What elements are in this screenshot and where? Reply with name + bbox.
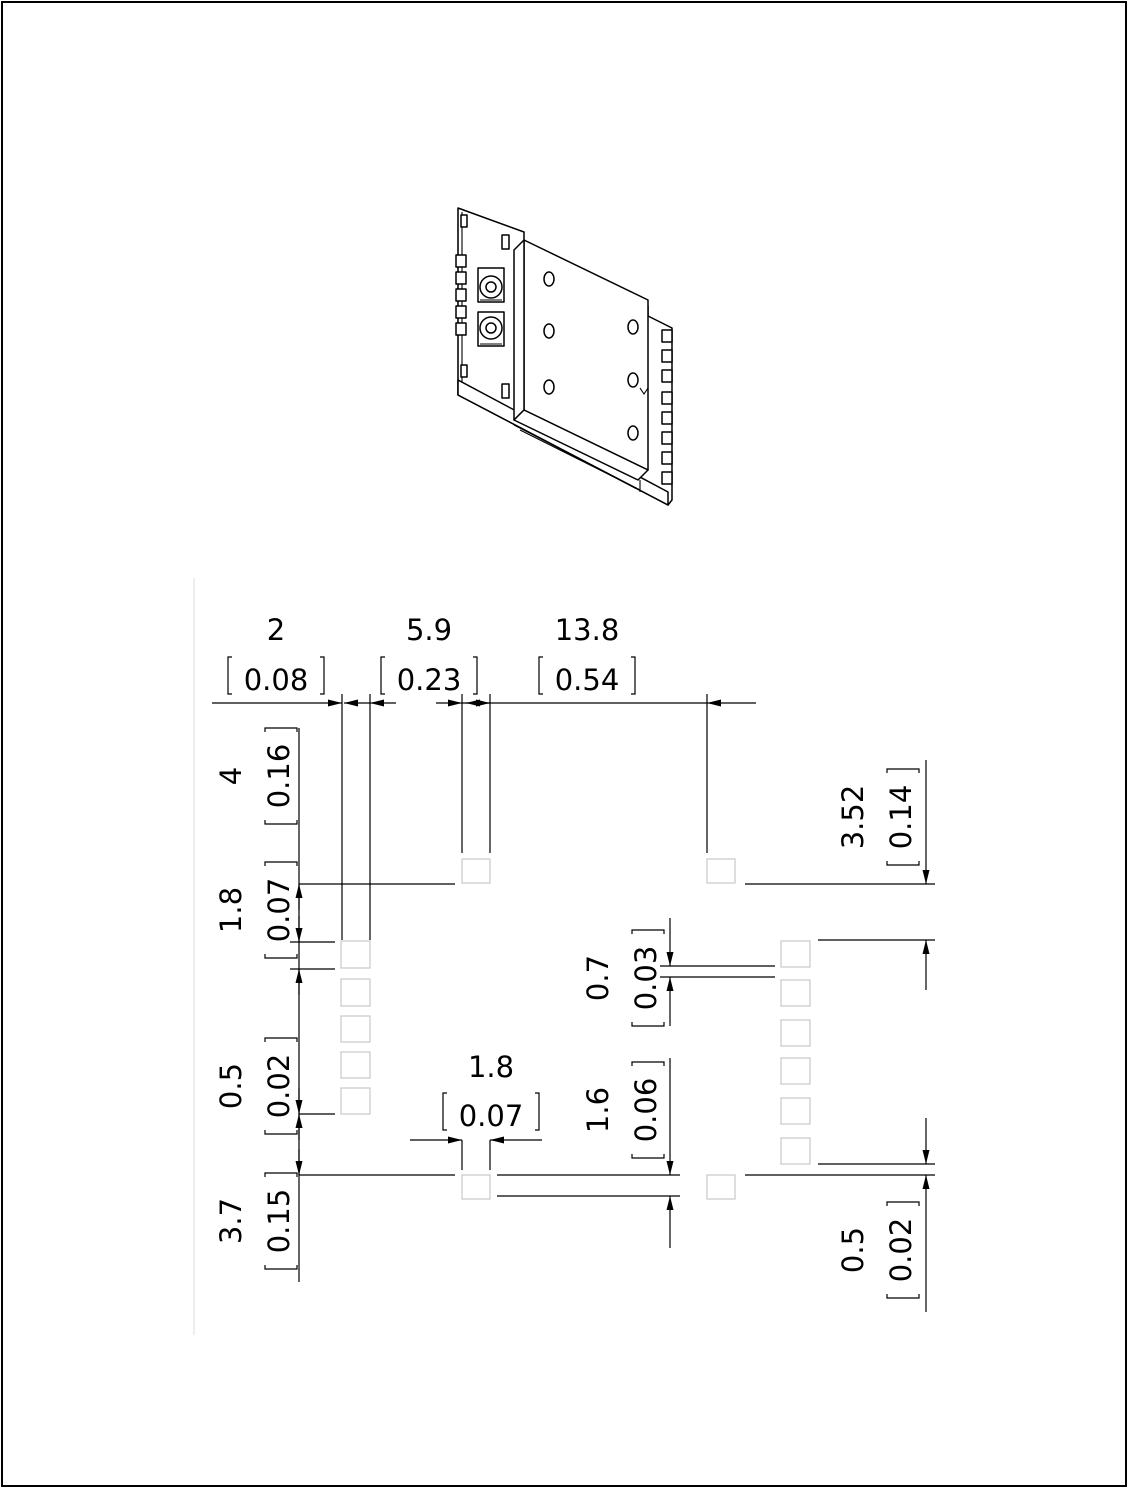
- pad: [461, 1174, 491, 1200]
- pad: [780, 1097, 811, 1125]
- dim-0-7-mm: 0.7: [581, 955, 615, 1001]
- dim-3-52: 3.52 0.14: [836, 768, 920, 866]
- antenna-connector-1: [477, 267, 505, 303]
- dim-0-5-left-in: 0.02: [262, 1054, 296, 1119]
- dim-0-5-right-mm: 0.5: [836, 1227, 870, 1273]
- dim-1-8-bottom-in: 0.07: [459, 1099, 524, 1133]
- dim-13-8-in: 0.54: [555, 663, 620, 697]
- pad: [780, 1137, 811, 1165]
- dim-3-7-mm: 3.7: [214, 1198, 248, 1244]
- pad: [706, 1174, 736, 1200]
- dim-2: 2 0.08: [227, 613, 325, 697]
- pad: [340, 978, 371, 1007]
- dim-1-8-left-in: 0.07: [262, 878, 296, 943]
- pad: [461, 858, 491, 884]
- dim-4: 4 0.16: [214, 727, 298, 825]
- pad: [340, 1015, 371, 1043]
- pad: [340, 1087, 371, 1115]
- dim-3-7: 3.7 0.15: [214, 1172, 298, 1270]
- antenna-connector-2: [477, 311, 505, 347]
- dim-5-9-in: 0.23: [397, 663, 462, 697]
- dim-0-5-left-mm: 0.5: [214, 1063, 248, 1109]
- dim-2-mm: 2: [267, 613, 285, 647]
- dim-0-7-in: 0.03: [629, 946, 663, 1011]
- dimension-arrows: [295, 699, 930, 1312]
- dim-5-9-mm: 5.9: [406, 613, 452, 647]
- pad: [706, 858, 736, 884]
- dim-1-8-left-mm: 1.8: [214, 887, 248, 933]
- dim-0-5-left: 0.5 0.02: [214, 1037, 298, 1135]
- right-edge-castellations: [661, 329, 673, 485]
- pad: [780, 940, 811, 968]
- left-edge-castellations: [455, 208, 468, 395]
- dim-1-6: 1.6 0.06: [581, 1061, 665, 1159]
- dim-5-9: 5.9 0.23: [380, 613, 478, 697]
- isometric-module-view: [455, 207, 673, 506]
- dim-2-in: 0.08: [244, 663, 309, 697]
- dim-13-8-mm: 13.8: [555, 613, 620, 647]
- dim-0-7: 0.7 0.03: [581, 929, 665, 1027]
- dim-3-52-in: 0.14: [884, 785, 918, 850]
- dim-3-7-in: 0.15: [262, 1189, 296, 1254]
- dim-13-8: 13.8 0.54: [538, 613, 636, 697]
- pad: [780, 1019, 811, 1047]
- shield-holes: [543, 271, 649, 441]
- pad: [780, 979, 811, 1007]
- dim-1-6-mm: 1.6: [581, 1087, 615, 1133]
- dim-0-5-right-in: 0.02: [884, 1218, 918, 1283]
- dim-0-5-right: 0.5 0.02: [836, 1201, 920, 1299]
- dim-1-8-bottom: 1.8 0.07: [442, 1050, 540, 1133]
- dim-3-52-mm: 3.52: [836, 785, 870, 850]
- dim-1-6-in: 0.06: [629, 1078, 663, 1143]
- extension-lines: [212, 694, 935, 1282]
- dim-1-8-left: 1.8 0.07: [214, 861, 298, 959]
- pad: [340, 1051, 371, 1079]
- dim-4-mm: 4: [214, 767, 248, 785]
- footprint-pads: [340, 858, 811, 1200]
- pad: [340, 940, 371, 969]
- dim-4-in: 0.16: [262, 744, 296, 809]
- dim-1-8-bottom-mm: 1.8: [468, 1050, 514, 1084]
- pad: [780, 1057, 811, 1085]
